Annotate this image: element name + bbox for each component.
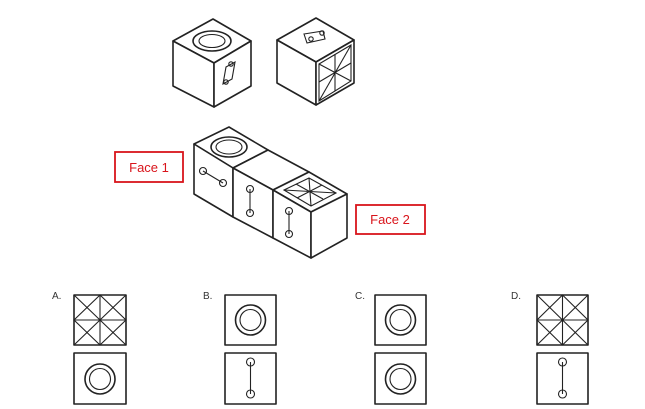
reference-cube-1: [172, 18, 252, 108]
option-d-bottom-face: [536, 352, 589, 405]
cube-strip: [193, 126, 348, 259]
option-a-top-face: [73, 294, 127, 346]
face-1-callout: Face 1: [114, 151, 184, 183]
option-b-letter: B.: [203, 291, 212, 302]
option-c-top-face: [374, 294, 427, 346]
dumbbell-symbol: [198, 166, 228, 188]
option-d-top-face: [536, 294, 589, 346]
dumbbell-symbol: [222, 60, 236, 86]
face-1-label: Face 1: [129, 160, 169, 175]
option-c[interactable]: C.: [355, 291, 427, 405]
face-2-box: [355, 204, 426, 235]
face-2-label: Face 2: [370, 212, 410, 227]
dumbbell-symbol: [303, 30, 326, 44]
option-b[interactable]: B.: [203, 291, 277, 405]
option-d[interactable]: D.: [511, 291, 589, 405]
dumbbell-symbol: [284, 206, 294, 239]
dumbbell-symbol: [245, 184, 255, 218]
diagonal-cross-symbol: [282, 177, 338, 207]
option-c-bottom-face: [374, 352, 427, 405]
option-b-bottom-face: [224, 352, 277, 405]
option-c-letter: C.: [355, 291, 365, 302]
option-d-letter: D.: [511, 291, 521, 302]
face-2-callout: Face 2: [355, 204, 426, 235]
double-circle-symbol: [210, 136, 248, 158]
option-a-bottom-face: [73, 352, 127, 405]
option-a-letter: A.: [52, 291, 61, 302]
option-b-top-face: [224, 294, 277, 346]
diagonal-cross-symbol: [318, 44, 352, 102]
reference-cube-2: [276, 17, 355, 106]
option-a[interactable]: A.: [52, 291, 127, 405]
face-1-box: [114, 151, 184, 183]
double-circle-symbol: [192, 30, 232, 52]
